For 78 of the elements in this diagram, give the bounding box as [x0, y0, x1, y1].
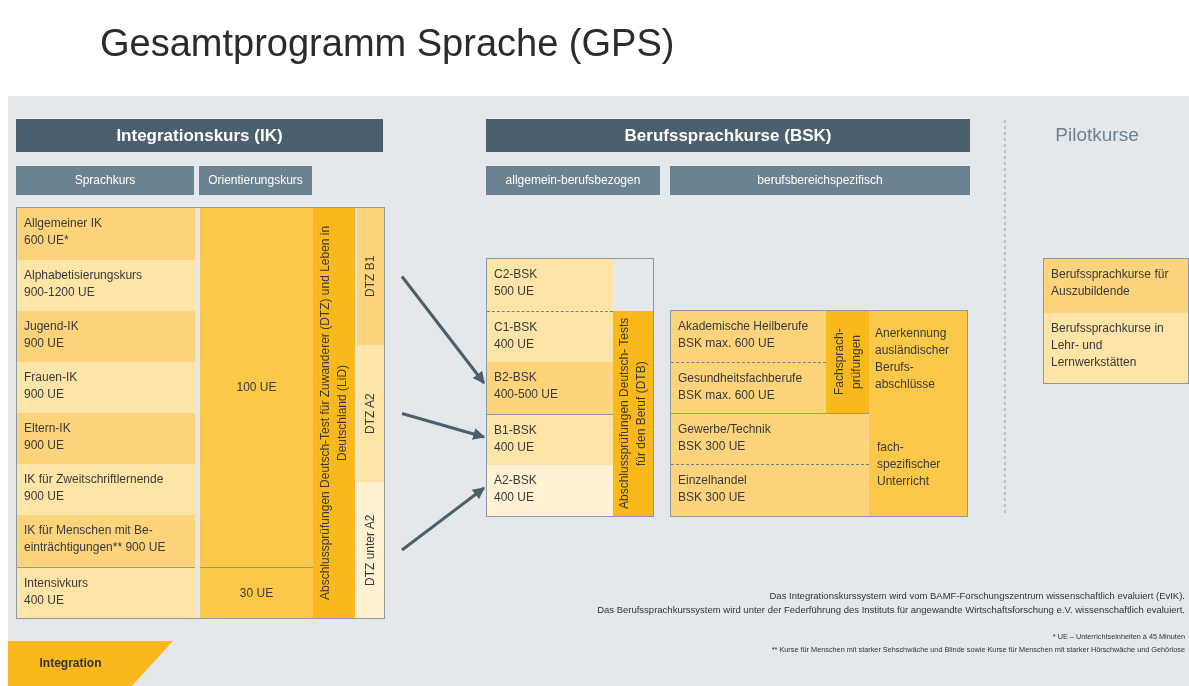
course-name: Jugend-IK: [24, 318, 80, 335]
course-cell: [671, 413, 869, 464]
course-table: [16, 207, 385, 619]
section-header: Berufssprachkurse (BSK): [486, 119, 970, 152]
arrow: [400, 275, 486, 384]
course-name: Alphabetisierungskurs: [24, 267, 144, 284]
course-hours: BSK 300 UE: [678, 438, 747, 455]
arrow: [401, 486, 485, 552]
column-header: berufsbereichspezifisch: [670, 166, 970, 195]
course-name: Akademische Heilberufe: [678, 318, 810, 335]
column-header: Sprachkurs: [16, 166, 194, 195]
course-name: Einzelhandel: [678, 472, 748, 489]
course-cell: [17, 260, 195, 311]
course-cell: [671, 362, 826, 413]
course-cell: IK für Menschen mit Be- einträchtigungen** 900 UE: [17, 515, 195, 567]
course-hours: 400 UE: [494, 439, 536, 456]
course-cell: Berufssprachkurse für Auszubildende: [1044, 259, 1188, 313]
level-cell: DTZ A2: [357, 345, 384, 482]
course-table: [486, 258, 654, 517]
course-cell: [487, 311, 613, 362]
duration-cell: 30 UE: [200, 567, 313, 618]
course-hours: BSK 300 UE: [678, 489, 747, 506]
course-cell: [17, 208, 195, 260]
course-cell: [17, 311, 195, 362]
course-hours: 400 UE: [494, 336, 536, 353]
course-cell: [487, 362, 613, 414]
course-table: [1043, 258, 1189, 384]
course-name: Intensivkurs: [24, 575, 90, 592]
course-name: B2-BSK: [494, 369, 538, 386]
course-cell: Berufssprachkurse in Lehr- und Lernwerkstätten: [1044, 313, 1188, 383]
exam-band: Abschlussprüfungen Deutsch- Tests für den Beruf (DTB): [613, 311, 653, 516]
exam-band: Abschlussprüfungen Deutsch-Test für Zuwanderer (DTZ) und Leben in Deutschland (LiD): [313, 208, 355, 618]
note-cell: fach- spezifischer Unterricht: [869, 413, 967, 516]
course-cell: [487, 414, 613, 465]
exam-band: Fachsprach- prüfungen: [826, 311, 869, 413]
course-cell: [17, 362, 195, 413]
course-cell: [17, 464, 195, 515]
level-cell: DTZ unter A2: [357, 482, 384, 618]
note-text: Das Berufssprachkurssystem wird unter der Federführung des Instituts für angewandte Wirtschaftsforschung e.V. wissenschaftlich evaluiert.: [597, 604, 1185, 615]
column-title: Pilotkurse: [1054, 124, 1140, 146]
course-cell: [17, 413, 195, 464]
column-header: Orientierungskurs: [199, 166, 312, 195]
page-title: Gesamtprogramm Sprache (GPS): [100, 22, 675, 65]
course-name: Allgemeiner IK: [24, 215, 104, 232]
course-hours: 400 UE: [494, 489, 536, 506]
course-name: Gewerbe/Technik: [678, 421, 772, 438]
course-cell: [671, 311, 826, 362]
course-hours: 500 UE: [494, 283, 536, 300]
course-hours: BSK max. 600 UE: [678, 387, 776, 404]
note-cell: Anerkennung ausländischer Berufs- abschlüsse: [869, 311, 967, 413]
course-name: C2-BSK: [494, 266, 539, 283]
course-name: C1-BSK: [494, 319, 539, 336]
course-hours: BSK max. 600 UE: [678, 335, 776, 352]
course-name: IK für Zweitschriftlernende: [24, 471, 165, 488]
course-cell: [671, 464, 869, 516]
course-hours: 900 UE: [24, 437, 66, 454]
note-text: Das Integrationskurssystem wird vom BAMF-Forschungszentrum wissenschaftlich evaluiert (EvIK).: [769, 590, 1185, 601]
course-cell: [17, 567, 195, 618]
course-name: Gesundheitsfachberufe: [678, 370, 804, 387]
duration-cell: 100 UE: [200, 208, 313, 567]
course-hours: 900-1200 UE: [24, 284, 96, 301]
course-name: A2-BSK: [494, 472, 538, 489]
arrow: [401, 412, 486, 440]
course-cell: [487, 259, 613, 311]
course-name: Eltern-IK: [24, 420, 72, 437]
course-hours: 400-500 UE: [494, 386, 560, 403]
course-hours: 400 UE: [24, 592, 66, 609]
course-cell: [487, 465, 613, 516]
column-header: allgemein-berufsbezogen: [486, 166, 660, 195]
course-hours: 900 UE: [24, 335, 66, 352]
course-table: [670, 310, 968, 517]
level-cell: DTZ B1: [357, 208, 384, 345]
section-header: Integrationskurs (IK): [16, 119, 383, 152]
course-name: B1-BSK: [494, 422, 538, 439]
course-hours: 600 UE*: [24, 232, 70, 249]
course-hours: 900 UE: [24, 488, 66, 505]
course-name: Frauen-IK: [24, 369, 79, 386]
course-hours: 900 UE: [24, 386, 66, 403]
